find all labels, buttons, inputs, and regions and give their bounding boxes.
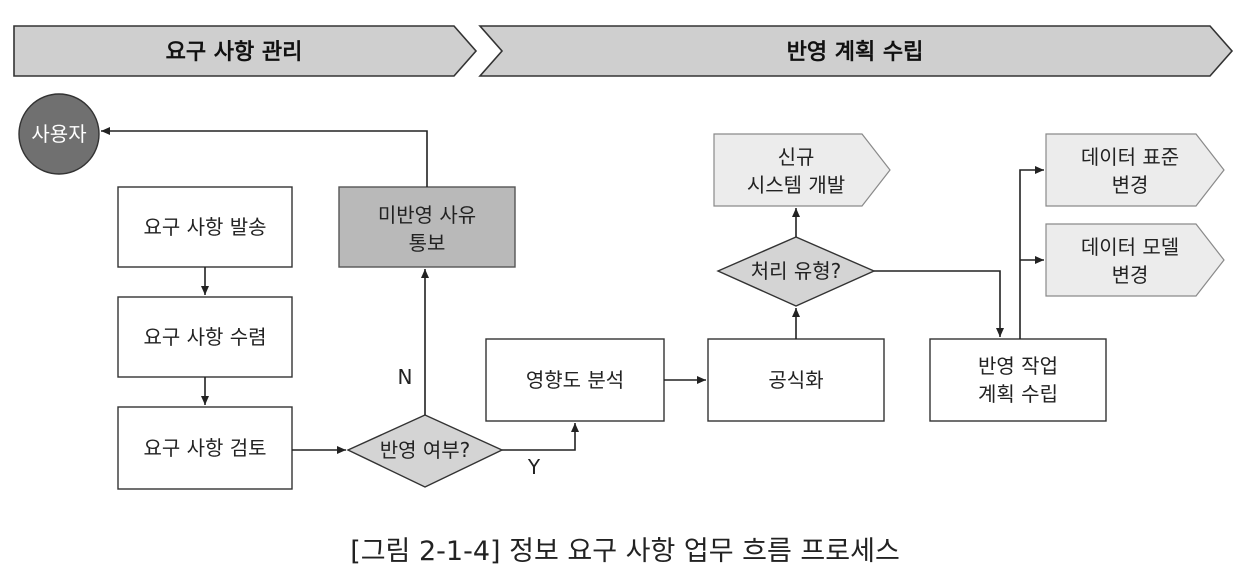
connectors	[101, 127, 1044, 454]
edge-notice-to-user	[101, 127, 428, 187]
figure-caption: [그림 2-1-4] 정보 요구 사항 업무 흐름 프로세스	[350, 536, 900, 567]
edge-label-yes: Y	[527, 455, 541, 479]
node-reflection-plan-line2: 계획 수립	[978, 382, 1058, 406]
output-new-system-dev-line2: 시스템 개발	[747, 173, 845, 197]
node-not-reflected-line2: 통보	[409, 231, 446, 255]
node-reflection-plan-line1: 반영 작업	[978, 354, 1058, 378]
output-new-system-dev: 신규 시스템 개발	[713, 133, 891, 207]
decision-reflect: 반영 여부?	[346, 414, 504, 488]
node-formalize-label: 공식화	[768, 368, 823, 392]
node-issue-request: 요구 사항 발송	[117, 186, 293, 268]
edge-label-no: N	[398, 365, 413, 389]
decision-reflect-label: 반영 여부?	[380, 438, 471, 462]
decision-processing-type-label: 처리 유형?	[751, 259, 842, 283]
user-label: 사용자	[31, 122, 86, 146]
output-data-model-change: 데이터 모델 변경	[1045, 223, 1225, 297]
output-new-system-dev-line1: 신규	[778, 145, 815, 169]
node-not-reflected-notice: 미반영 사유 통보	[338, 186, 516, 268]
decision-processing-type: 처리 유형?	[716, 236, 876, 307]
phase-label-requirements-mgmt: 요구 사항 관리	[166, 40, 303, 65]
output-data-model-line2: 변경	[1112, 263, 1149, 287]
node-impact-analysis: 영향도 분석	[485, 338, 665, 422]
output-data-standard-line1: 데이터 표준	[1081, 145, 1179, 169]
phase-banner-requirements-mgmt: 요구 사항 관리	[13, 25, 478, 77]
node-issue-request-label: 요구 사항 발송	[143, 215, 266, 239]
node-formalize: 공식화	[707, 338, 885, 422]
edge-type-to-plan	[874, 270, 1004, 337]
edge-decision-yes	[502, 423, 579, 451]
phase-banner-reflection-plan: 반영 계획 수립	[478, 25, 1234, 77]
node-reflection-plan: 반영 작업 계획 수립	[929, 338, 1107, 422]
phase-label-reflection-plan: 반영 계획 수립	[787, 40, 924, 65]
output-data-model-line1: 데이터 모델	[1081, 235, 1179, 259]
node-impact-analysis-label: 영향도 분석	[526, 368, 624, 392]
output-data-standard-change: 데이터 표준 변경	[1045, 133, 1225, 207]
node-not-reflected-line1: 미반영 사유	[378, 203, 476, 227]
node-review-request-label: 요구 사항 검토	[143, 436, 266, 460]
output-data-standard-line2: 변경	[1112, 173, 1149, 197]
node-review-request: 요구 사항 검토	[117, 406, 293, 490]
node-collect-request-label: 요구 사항 수렴	[143, 325, 266, 349]
edge-plan-to-standard	[1019, 166, 1044, 339]
user-node: 사용자	[18, 93, 100, 175]
node-collect-request: 요구 사항 수렴	[117, 296, 293, 378]
